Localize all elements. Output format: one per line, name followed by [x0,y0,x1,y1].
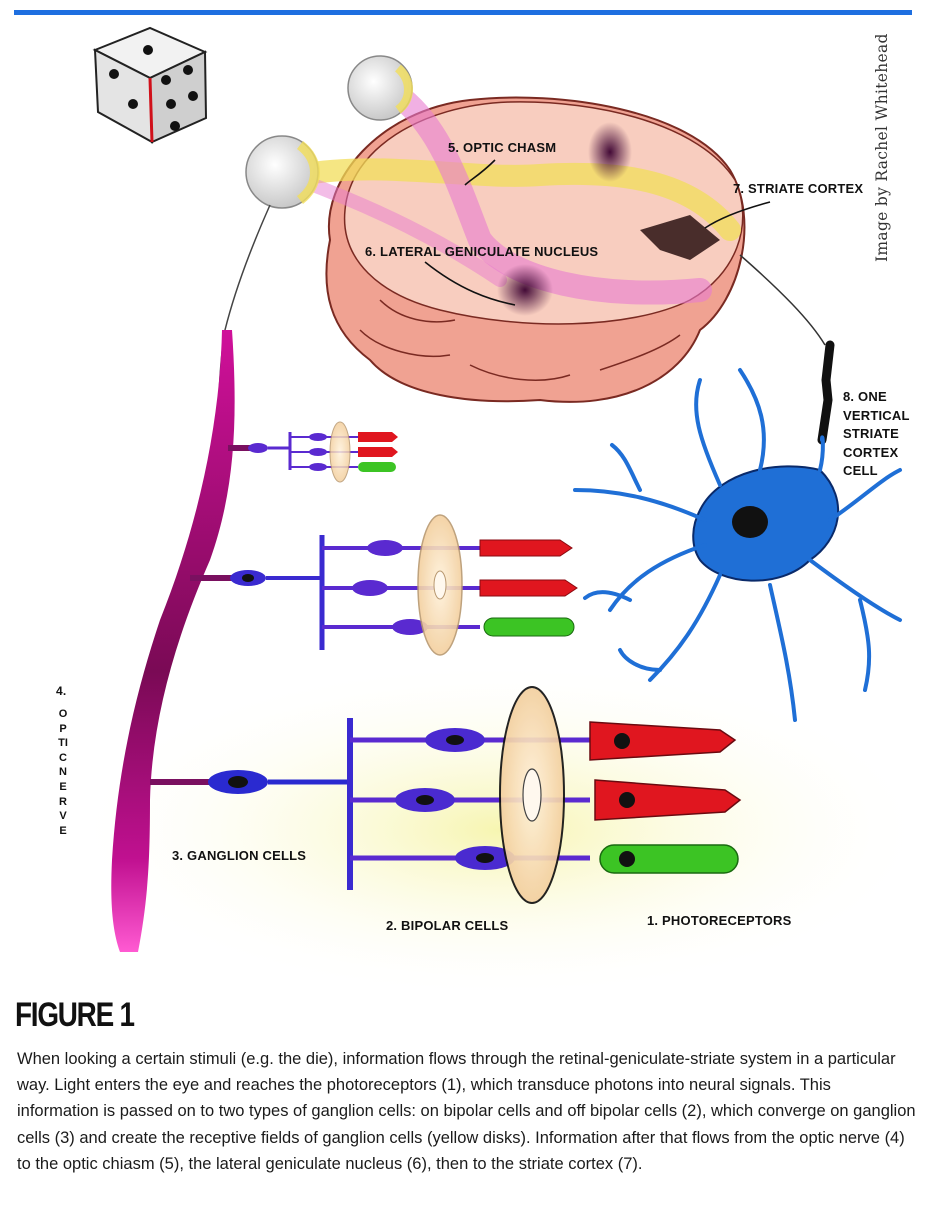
label-optic-nerve: OPTICNERVE [58,708,68,837]
label-cortex-cell-line-3: STRIATE [843,426,900,441]
label-photoreceptors: 1. PHOTORECEPTORS [647,913,792,928]
figure-title: FIGURE 1 [15,996,135,1034]
optic-nerve [111,330,235,952]
cortex-fiber [739,254,826,346]
label-cortex-cell-line-5: CELL [843,463,878,478]
figure-caption: When looking a certain stimuli (e.g. the… [17,1050,916,1173]
arrow-striate-cortex [704,201,771,229]
background-glow [70,660,930,990]
top-accent-bar [14,10,912,15]
retina-cluster-medium [230,514,578,656]
label-cortex-cell-line-2: VERTICAL [843,407,910,423]
striate-cortex-neuron [573,340,902,722]
visual-pathway-diagram [70,26,930,990]
label-bipolar-cells: 2. BIPOLAR CELLS [386,918,509,933]
arrow-lgn [424,261,516,306]
label-cortex-cell-line-1: 8. ONE [843,389,887,404]
label-ganglion-cells: 3. GANGLION CELLS [172,848,307,863]
left-eye [245,135,320,209]
label-striate-cortex: 7. STRIATE CORTEX [733,181,864,196]
retina-cluster-large [208,686,742,904]
arrow-optic-chiasm [464,159,496,186]
label-optic-nerve-number: 4. [56,684,67,698]
die-icon [92,26,208,144]
label-cortex-cell: 8. ONE VERTICAL STRIATE CORTEX CELL [843,388,910,481]
label-lateral-geniculate-nucleus: 6. LATERAL GENICULATE NUCLEUS [365,244,599,259]
retina-cluster-small [248,421,398,483]
label-cortex-cell-line-4: CORTEX [843,444,899,460]
label-optic-chiasm: 5. OPTIC CHASM [448,140,557,155]
image-credit: Image by Rachel Whitehead [873,33,891,262]
right-eye [347,55,413,121]
brain [289,78,746,403]
